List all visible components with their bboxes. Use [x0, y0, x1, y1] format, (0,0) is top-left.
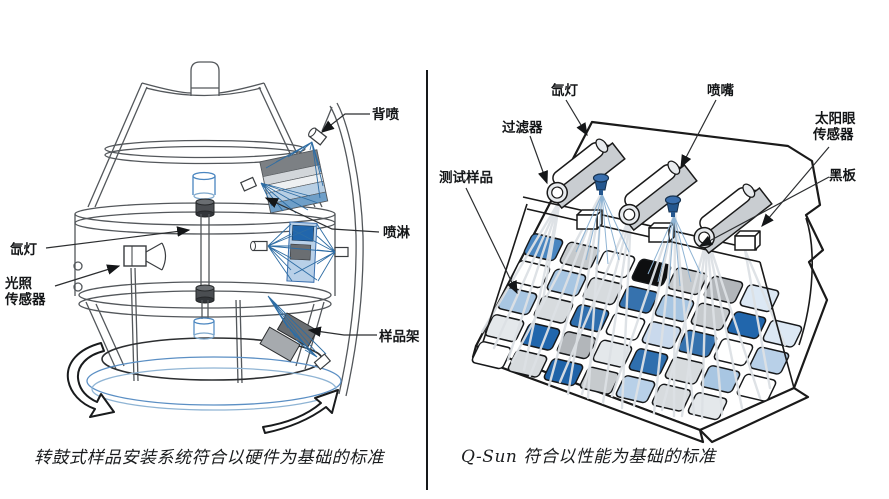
- label-spray: 喷淋: [383, 224, 410, 240]
- spray-nozzle-2: [664, 195, 682, 217]
- drum-diagram-panel: 背喷 喷淋 样品架 氙灯 光照 传感器 转鼓式样品安装系统符合以硬件为基础的标准: [0, 0, 427, 499]
- sample-rack-assembly: [259, 295, 332, 371]
- leader-lines: [45, 113, 380, 337]
- qsun-caption: Q-Sun 符合以性能为基础的标准: [461, 447, 717, 467]
- rotation-arrow-left: [66, 342, 115, 418]
- label-sample-rack: 样品架: [379, 328, 420, 344]
- leader-lines: [465, 99, 830, 295]
- light-sensor-device: [123, 242, 167, 271]
- label-filter: 过滤器: [502, 119, 543, 135]
- xenon-lamp-2: [618, 160, 698, 232]
- sample-panel: [592, 339, 633, 368]
- bottom-nozzle: [313, 353, 332, 371]
- qsun-diagram-panel: 氙灯 喷嘴 过滤器 太阳眼 传感器 测试样品 黑板 Q-Sun 符合以性能为基础…: [427, 0, 889, 499]
- spray-nozzle-right: [334, 246, 349, 258]
- back-spray-assembly: [239, 127, 329, 214]
- label-solar-eye-line2: 传感器: [812, 126, 854, 142]
- label-light-sensor-line1: 光照: [4, 275, 32, 291]
- spray-nozzle-left: [250, 240, 268, 252]
- label-back-spray: 背喷: [372, 106, 399, 122]
- label-xenon-lamp: 氙灯: [10, 241, 37, 257]
- drum-diagram: 背喷 喷淋 样品架 氙灯 光照 传感器 转鼓式样品安装系统符合以硬件为基础的标准: [4, 61, 420, 468]
- side-nozzle: [239, 176, 258, 192]
- sample-panel: [520, 322, 561, 351]
- sample-panel: [726, 311, 767, 340]
- label-black-panel: 黑板: [829, 167, 857, 183]
- back-spray-nozzle: [308, 127, 328, 146]
- spray-streaks: [480, 190, 787, 420]
- rotation-arrow-right: [262, 389, 339, 434]
- label-light-sensor-line2: 传感器: [4, 291, 46, 307]
- label-solar-eye-line1: 太阳眼: [815, 110, 856, 126]
- spray-assembly: [250, 221, 349, 283]
- qsun-diagram: 氙灯 喷嘴 过滤器 太阳眼 传感器 测试样品 黑板 Q-Sun 符合以性能为基础…: [439, 82, 857, 467]
- xenon-lamp-assembly: [192, 171, 216, 340]
- label-test-samples: 测试样品: [439, 169, 493, 185]
- label-xenon-lamp: 氙灯: [551, 82, 579, 98]
- sample-panel: [762, 319, 803, 348]
- turntable: [86, 356, 342, 411]
- drum-caption: 转鼓式样品安装系统符合以硬件为基础的标准: [34, 448, 385, 468]
- solar-eye-sensor-box: [734, 230, 761, 251]
- nozzles: [575, 173, 702, 287]
- panel-divider: [426, 70, 428, 490]
- spray-nozzle-1: [592, 173, 610, 195]
- xenon-lamp-1: [546, 138, 626, 210]
- label-nozzle: 喷嘴: [707, 82, 735, 98]
- sample-panel: [749, 346, 790, 375]
- sensor-box: [576, 209, 603, 230]
